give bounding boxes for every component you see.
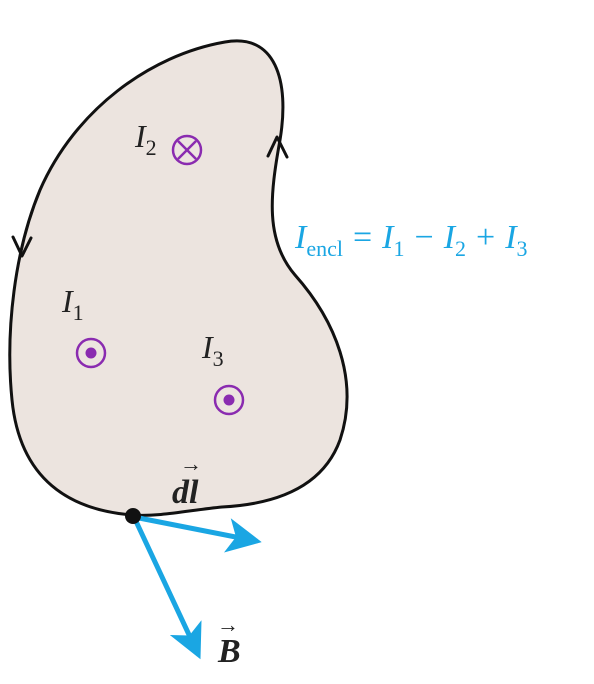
current-i3-out-of-page-symbol (213, 384, 245, 416)
loop-direction-arrow-left (11, 235, 33, 258)
current-i1-label: I1 (61, 283, 84, 325)
dl-vector-arrow-accent: → (180, 451, 202, 476)
current-i3-label: I3 (201, 329, 224, 371)
current-i2-into-page-symbol (171, 134, 203, 166)
dl-vector-label: dl (172, 474, 199, 511)
loop-point (125, 508, 141, 524)
b-field-vector-arrow (131, 514, 202, 660)
current-i2-label: I2 (134, 118, 157, 160)
b-vector-label: B (217, 633, 241, 670)
enclosed-current-equation: Iencl=I1−I2+I3 (294, 219, 528, 261)
amperian-loop (8, 39, 349, 517)
loop-direction-arrow-right (266, 135, 289, 159)
b-vector-arrow-accent: → (217, 612, 239, 637)
dl-vector-arrow (131, 514, 262, 553)
current-i1-out-of-page-symbol (75, 337, 107, 369)
